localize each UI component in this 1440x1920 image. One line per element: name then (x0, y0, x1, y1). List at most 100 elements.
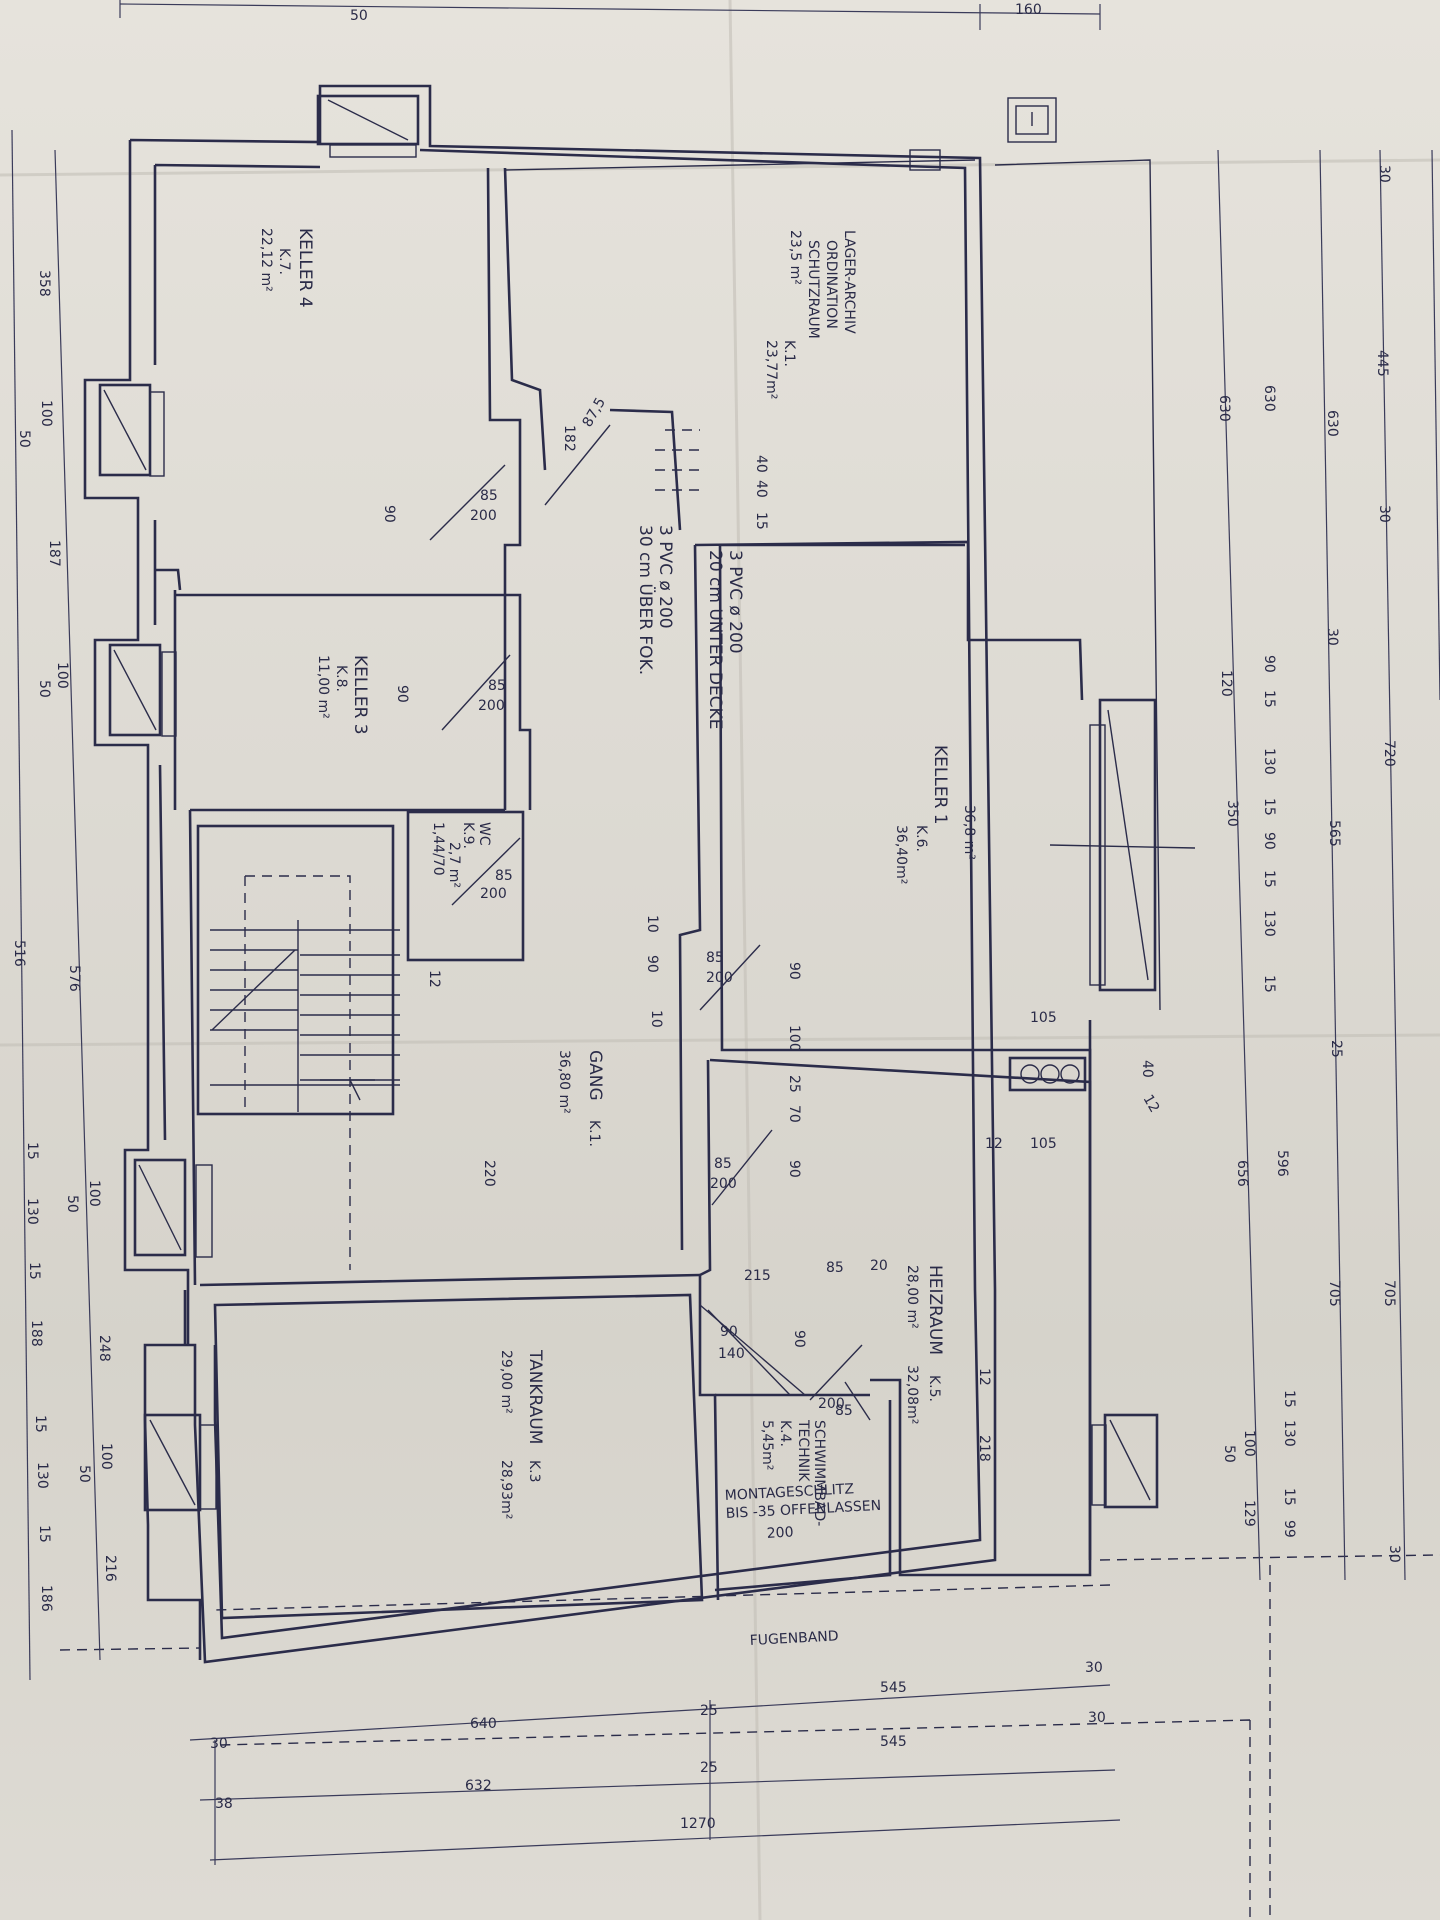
dim-i-85f: 85 (826, 1260, 844, 1276)
dim-i-10b: 10 (648, 1010, 664, 1028)
pipe2-line-a: 3 PVC ø 200 (725, 550, 745, 654)
dim-216: 216 (102, 1555, 118, 1582)
dim-640: 640 (470, 1716, 497, 1732)
montage-dim: 200 (766, 1524, 794, 1541)
dim-i-90b: 90 (394, 685, 410, 703)
bottom-dimension-text: 545 545 640 632 25 25 30 30 30 38 1270 (210, 1660, 1106, 1832)
dim-top-160: 160 (1015, 2, 1042, 18)
dim-630-inner: 630 (1324, 410, 1340, 437)
dim-top-50: 50 (350, 8, 368, 24)
schwimmbad-code: K.4. (777, 1420, 793, 1447)
gang-name: GANG (585, 1050, 605, 1101)
dim-i-200e: 200 (710, 1176, 737, 1192)
dim-i-200c: 200 (480, 886, 507, 902)
dim-i-40b: 40 (753, 480, 769, 498)
dim-187: 187 (46, 540, 62, 567)
wc-code: K.9. (460, 822, 476, 849)
dim-350: 350 (1224, 800, 1240, 827)
dim-i-200b: 200 (478, 698, 505, 714)
room-label-schwimmbad: SCHWIMMBAD- TECHNIK K.4. 5,45m² (759, 1419, 827, 1526)
dim-i-85g: 85 (835, 1403, 853, 1419)
door-swings (429, 424, 863, 1401)
tankraum-area1: 29,00 m² (498, 1350, 514, 1414)
left-dimension-lines (11, 129, 101, 1681)
keller3-name: KELLER 3 (350, 655, 370, 735)
dim-l-100b: 100 (54, 662, 70, 689)
tankraum-area2: 28,93m² (498, 1460, 514, 1519)
montage-note: MONTAGESCHLITZ BIS -35 OFFENLASSEN 200 (724, 1481, 881, 1542)
dim-i-10a: 10 (644, 915, 660, 933)
dim-720: 720 (1381, 740, 1397, 767)
schwimmbad-line2: TECHNIK (795, 1419, 811, 1482)
fugenband-label: FUGENBAND (749, 1628, 839, 1649)
right-dimension-lines (1217, 149, 1440, 1581)
dim-rc-50: 50 (1221, 1445, 1237, 1463)
windows-right (1049, 698, 1196, 1509)
pipe-note-2: 3 PVC ø 200 20 cm UNTER DECKE (705, 550, 745, 729)
room-label-keller1: KELLER 1 36,8 m² K.6. 36,40m² (893, 745, 977, 884)
dim-rc-129: 129 (1241, 1500, 1257, 1527)
dim-i-15: 15 (753, 512, 769, 530)
room-label-wc: WC K.9. 2,7 m² 1,44/70 (430, 822, 492, 888)
dim-l-50b: 50 (36, 680, 52, 698)
dim-i-90d: 90 (786, 962, 802, 980)
tankraum-name: TANKRAUM (525, 1349, 545, 1444)
dim-l-50d: 50 (76, 1465, 92, 1483)
top-dimension-lines (119, 0, 1101, 30)
wc-name: WC (476, 822, 492, 846)
dim-705-b: 705 (1381, 1280, 1397, 1307)
dim-i-90e: 90 (786, 1160, 802, 1178)
paper-fold (0, 1033, 1440, 1047)
pipe-note-1: 3 PVC ø 200 30 cm ÜBER FOK. (635, 525, 675, 675)
dim-i-200d: 200 (706, 970, 733, 986)
dim-rc-15c: 15 (1261, 870, 1277, 888)
dim-b-25b: 25 (700, 1760, 718, 1776)
paper-fold (728, 0, 762, 1920)
dim-rc-15d: 15 (1261, 975, 1277, 993)
schwimmbad-line1: SCHWIMMBAD- (811, 1420, 827, 1526)
outer-walls (83, 84, 997, 1664)
pipe1-line-a: 3 PVC ø 200 (655, 525, 675, 629)
dim-445: 445 (1374, 350, 1390, 377)
dim-565: 565 (1326, 820, 1342, 847)
dim-rc-15b: 15 (1261, 798, 1277, 816)
dim-i-25: 25 (786, 1075, 802, 1093)
dim-30-d: 30 (1386, 1545, 1402, 1563)
interior-dimension-text: 90 90 85 200 85 200 85 200 87,5 182 40 4… (381, 395, 1162, 1462)
dim-i-40c: 40 (1139, 1060, 1155, 1078)
dim-i-200f: 200 (818, 1396, 845, 1412)
dim-l-15d: 15 (36, 1525, 52, 1543)
dim-rc-130b: 130 (1261, 910, 1277, 937)
keller1-code: K.6. (913, 825, 929, 852)
dim-i-105a: 105 (1030, 1010, 1057, 1026)
dim-i-218: 218 (976, 1435, 992, 1462)
dim-i-85c: 85 (495, 868, 513, 884)
dim-i-87: 87,5 (580, 395, 609, 430)
lager-area1: 23,5 m² (787, 230, 803, 285)
dim-l-100a: 100 (38, 400, 54, 427)
dim-l-130b: 130 (34, 1462, 50, 1489)
keller4-name: KELLER 4 (295, 228, 315, 308)
dim-25: 25 (1328, 1040, 1344, 1058)
keller3-area: 11,00 m² (315, 655, 331, 719)
dim-i-85b: 85 (488, 678, 506, 694)
keller4-code: K.7. (276, 248, 292, 275)
dim-596: 596 (1274, 1150, 1290, 1177)
paper-fold (0, 158, 1440, 177)
dim-l-100c: 100 (86, 1180, 102, 1207)
dim-l-15c: 15 (32, 1415, 48, 1433)
dim-i-90f: 90 (720, 1324, 738, 1340)
dim-b-30b: 30 (1088, 1710, 1106, 1726)
dim-i-200a: 200 (470, 508, 497, 524)
schwimmbad-area: 5,45m² (759, 1420, 775, 1470)
dim-545-a: 545 (880, 1680, 907, 1696)
keller4-area: 22,12 m² (258, 228, 274, 292)
lager-line2: ORDINATION (823, 240, 839, 329)
pipe2-line-b: 20 cm UNTER DECKE (705, 550, 725, 729)
dim-l-15a: 15 (24, 1142, 40, 1160)
dim-rc-15e: 15 (1281, 1390, 1297, 1408)
dim-l-100d: 100 (98, 1443, 114, 1470)
dim-656: 656 (1234, 1160, 1250, 1187)
